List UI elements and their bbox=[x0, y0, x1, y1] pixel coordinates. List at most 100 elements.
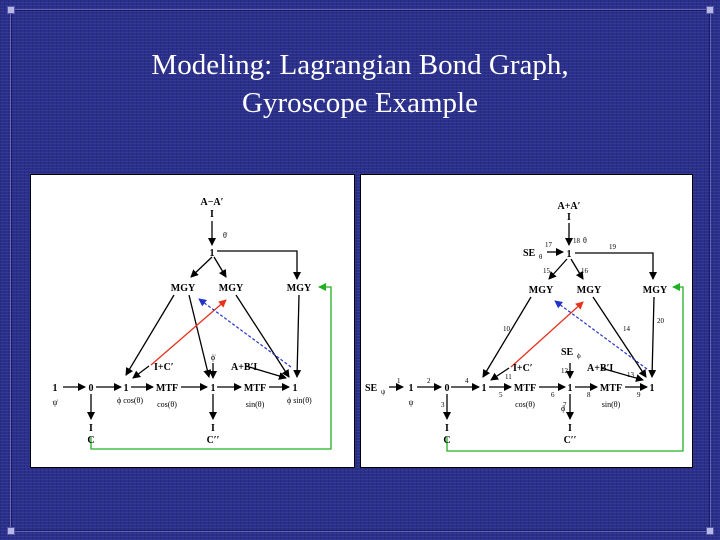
label-i-top: I bbox=[567, 212, 571, 223]
label-mgy3: MGY bbox=[287, 283, 312, 294]
bond-mgy3-oneright bbox=[648, 296, 657, 378]
bond-number: 7 bbox=[563, 401, 567, 409]
label-mgy1: MGY bbox=[529, 285, 554, 296]
label-mtf2: MTF bbox=[244, 383, 266, 394]
bond-graph-right-svg: A+A′ I θ SE θ 1 MGY MGY MGY I+C′ SE ϕ A+… bbox=[365, 201, 684, 452]
bond-number: 4 bbox=[465, 377, 469, 385]
frame-corner bbox=[7, 6, 15, 14]
label-mtf1: MTF bbox=[156, 383, 178, 394]
label-c1: C bbox=[443, 435, 450, 446]
red-activation-link bbox=[150, 299, 227, 366]
label-c1: C bbox=[87, 435, 94, 446]
label-theta-dot: θ bbox=[583, 236, 587, 245]
bond-number: 13 bbox=[627, 371, 635, 379]
label-se-theta: SE bbox=[523, 248, 536, 259]
label-one-right: 1 bbox=[293, 383, 298, 394]
label-theta-dot: θ̇ bbox=[223, 231, 228, 240]
bond-number: 16 bbox=[581, 267, 589, 275]
label-one-left: 1 bbox=[409, 383, 414, 394]
label-mgy1: MGY bbox=[171, 283, 196, 294]
label-mtf2: MTF bbox=[600, 383, 622, 394]
bond-number: 19 bbox=[609, 243, 617, 251]
bond-graph-left: A−A′ I θ̇ 1 MGY MGY MGY I+C′ A+B′I ϕ̇ 1 … bbox=[30, 174, 355, 468]
bond-mgy1-one bbox=[125, 294, 175, 376]
bond-number: 17 bbox=[545, 241, 553, 249]
bond-number: 8 bbox=[587, 391, 591, 399]
blue-activation-link bbox=[198, 298, 292, 368]
bond-mgy2-oneright bbox=[592, 296, 647, 378]
label-one-mid: 1 bbox=[568, 383, 573, 394]
label-ab: A+B′I bbox=[587, 363, 613, 374]
label-c2: C′′ bbox=[564, 435, 577, 446]
bond-graph-left-svg: A−A′ I θ̇ 1 MGY MGY MGY I+C′ A+B′I ϕ̇ 1 … bbox=[52, 197, 332, 450]
label-se-phi-sub: ϕ bbox=[577, 352, 581, 360]
label-i-b1: I bbox=[89, 423, 93, 434]
label-mgy3: MGY bbox=[643, 285, 668, 296]
bond-mgy2-oneright bbox=[235, 294, 290, 378]
label-sin: sin(θ) bbox=[246, 400, 265, 409]
label-one-left: 1 bbox=[53, 383, 58, 394]
label-se-phi: SE bbox=[561, 347, 574, 358]
bond-number: 18 bbox=[573, 237, 581, 245]
bond-mgy1-onemid bbox=[188, 294, 212, 378]
label-one-top: 1 bbox=[210, 248, 215, 259]
label-cos: cos(θ) bbox=[157, 400, 177, 409]
label-ab: A+B′I bbox=[231, 362, 257, 373]
blue-activation-link bbox=[554, 300, 648, 370]
bond-ic bbox=[132, 365, 150, 379]
label-ic: I+C′ bbox=[513, 363, 533, 374]
label-i-b2: I bbox=[211, 423, 215, 434]
bond-top-mgy1 bbox=[548, 258, 568, 280]
bond-top-mgy1 bbox=[190, 256, 213, 278]
label-one-mid: 1 bbox=[211, 383, 216, 394]
label-one-right: 1 bbox=[650, 383, 655, 394]
bond-mgy1-one bbox=[482, 296, 532, 378]
label-c2: C′′ bbox=[207, 435, 220, 446]
label-ic: I+C′ bbox=[154, 362, 174, 373]
frame-corner bbox=[7, 527, 15, 535]
bond-ab bbox=[600, 367, 644, 382]
slide-title-line1: Modeling: Lagrangian Bond Graph, bbox=[151, 49, 569, 81]
bond-number: 5 bbox=[499, 391, 503, 399]
slide-title-line2: Gyroscope Example bbox=[242, 87, 478, 119]
label-zero-left: 0 bbox=[89, 383, 94, 394]
label-aa: A+A′ bbox=[558, 201, 581, 212]
label-one-a: 1 bbox=[482, 383, 487, 394]
label-zero-left: 0 bbox=[445, 383, 450, 394]
label-psi: ψ bbox=[408, 398, 413, 407]
bond-top-mgy2 bbox=[213, 256, 227, 278]
label-mtf1: MTF bbox=[514, 383, 536, 394]
bond-number: 12 bbox=[561, 367, 569, 375]
label-cos: cos(θ) bbox=[515, 400, 535, 409]
bond-ab bbox=[245, 365, 287, 380]
label-i-top: I bbox=[210, 209, 214, 220]
label-se-psi-sub: ψ bbox=[381, 388, 386, 396]
frame-corner bbox=[706, 6, 714, 14]
label-mgy2: MGY bbox=[577, 285, 602, 296]
green-feedback-link bbox=[446, 283, 684, 452]
bond-number: 15 bbox=[543, 267, 551, 275]
bond-ic bbox=[490, 367, 510, 381]
label-sin: sin(θ) bbox=[602, 400, 621, 409]
bond-number: 11 bbox=[505, 373, 512, 381]
bond-number: 20 bbox=[657, 317, 665, 325]
bond-mgy3-oneright bbox=[293, 294, 302, 378]
label-one-a: 1 bbox=[124, 383, 129, 394]
bond-top-mgy2 bbox=[570, 258, 584, 280]
bond-number: 6 bbox=[551, 391, 555, 399]
bond-top-mgy3 bbox=[575, 252, 657, 280]
label-psi: ψ̇ bbox=[52, 398, 58, 407]
label-se-psi: SE bbox=[365, 383, 378, 394]
bond-number: 9 bbox=[637, 391, 641, 399]
label-se-theta-sub: θ bbox=[539, 253, 543, 261]
label-phi-sin: ϕ sin(θ) bbox=[287, 396, 312, 405]
label-phi-dot: ϕ bbox=[561, 404, 565, 413]
red-activation-link bbox=[510, 301, 584, 368]
label-one-top: 1 bbox=[567, 249, 572, 260]
bond-graph-right: A+A′ I θ SE θ 1 MGY MGY MGY I+C′ SE ϕ A+… bbox=[360, 174, 693, 468]
frame-corner bbox=[706, 527, 714, 535]
label-i-b2: I bbox=[568, 423, 572, 434]
green-feedback-link bbox=[90, 283, 332, 450]
bond-number: 1 bbox=[397, 377, 401, 385]
bond-number: 2 bbox=[427, 377, 431, 385]
